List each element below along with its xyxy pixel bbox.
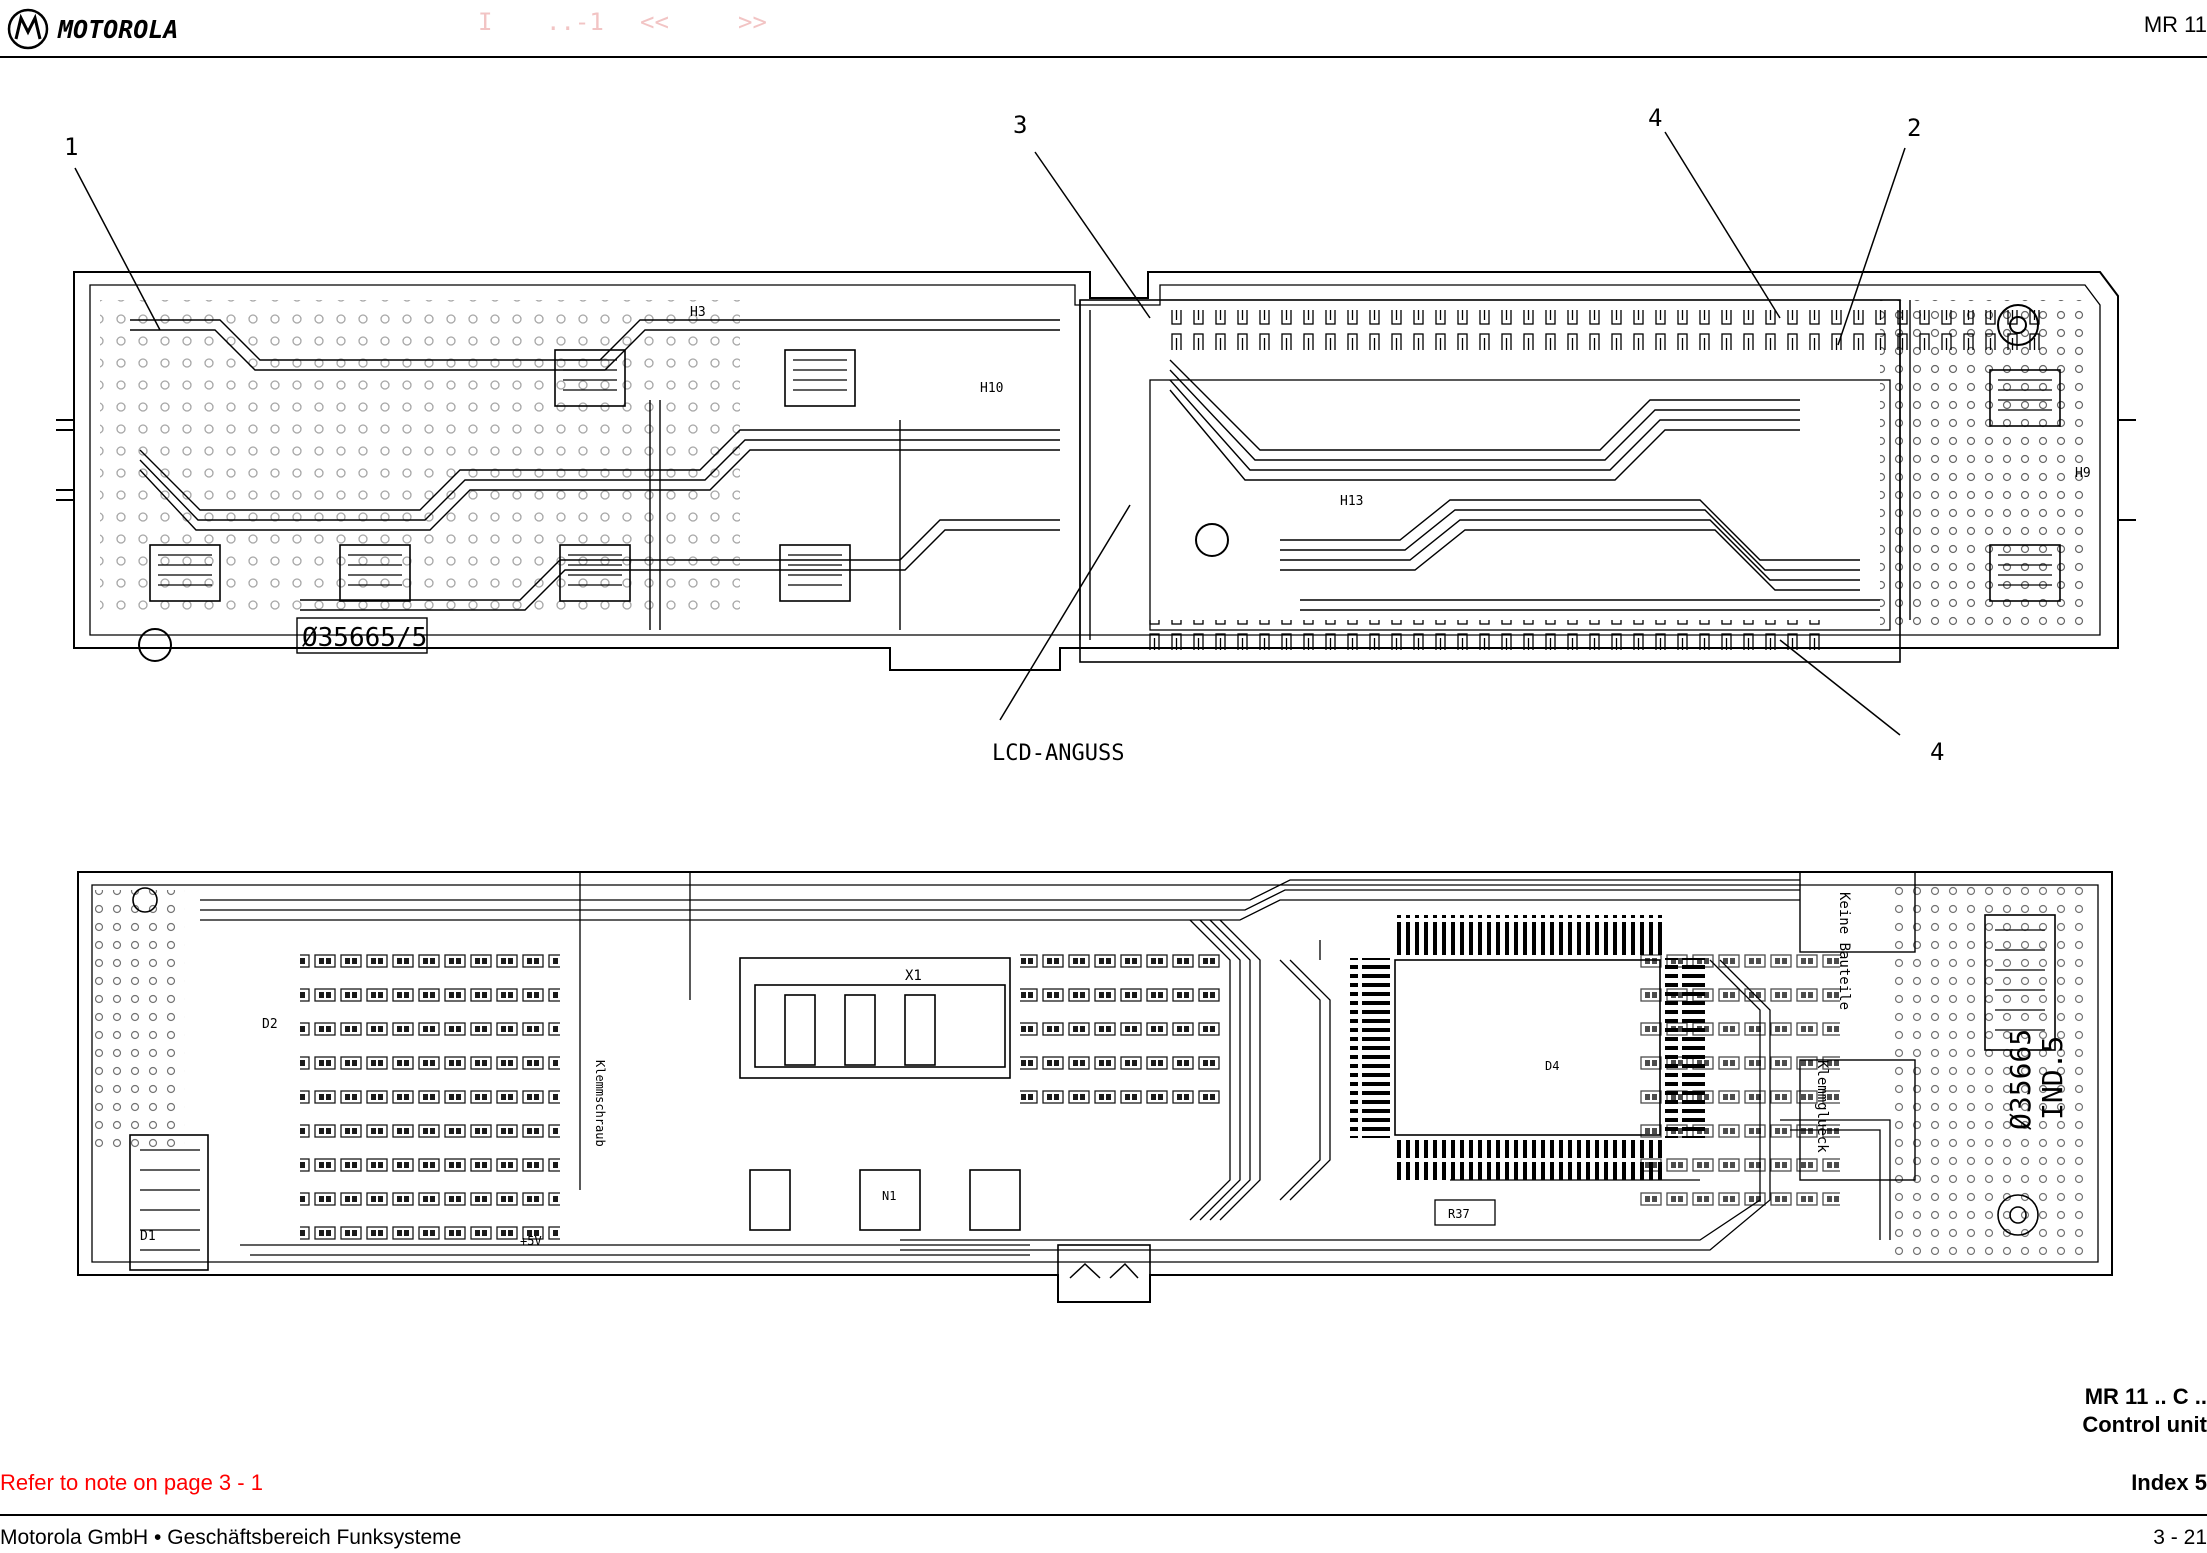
bottom-via-field-left bbox=[95, 890, 185, 1150]
crystal-block bbox=[739, 957, 1021, 1231]
label-h3: H3 bbox=[690, 305, 706, 320]
label-d2: D2 bbox=[262, 1017, 278, 1032]
top-board-part-number: Ø35665/5 bbox=[302, 623, 427, 653]
callout-1: 1 bbox=[64, 133, 78, 161]
bottom-board-index: IND.5 bbox=[2036, 1036, 2069, 1120]
callout-3: 3 bbox=[1013, 111, 1027, 139]
side-note-keine-bauteile: Keine Bauteile bbox=[1836, 892, 1852, 1010]
bottom-traces bbox=[200, 872, 1891, 1256]
footer-company: Motorola GmbH • Geschäftsbereich Funksys… bbox=[0, 1526, 462, 1549]
header-rule bbox=[0, 56, 2207, 58]
top-connector-pins-lower bbox=[1140, 620, 1830, 650]
bottom-board-part-number: Ø35665 bbox=[2004, 1029, 2037, 1130]
label-h9: H9 bbox=[2075, 466, 2091, 481]
nav-prev-link[interactable]: << bbox=[640, 8, 669, 36]
motorola-logo: MOTOROLA bbox=[7, 8, 178, 50]
caption-model: MR 11 .. C .. bbox=[2084, 1384, 2207, 1409]
top-traces bbox=[130, 300, 1911, 640]
qfp-ic bbox=[1350, 915, 1705, 1180]
nav-index-link[interactable]: ..-1 bbox=[546, 8, 604, 36]
caption-title: Control unit bbox=[2082, 1412, 2207, 1437]
callout-4-top: 4 bbox=[1648, 104, 1662, 132]
lcd-window bbox=[1079, 299, 1901, 663]
label-5v: +5V bbox=[520, 1234, 542, 1248]
connector-right bbox=[132, 887, 2056, 1236]
label-h10: H10 bbox=[980, 381, 1003, 396]
index-label: Index 5 bbox=[2131, 1470, 2207, 1495]
top-board bbox=[56, 271, 2136, 671]
connector-d1 bbox=[129, 1134, 209, 1271]
label-n1: N1 bbox=[882, 1189, 896, 1203]
side-note-klemmschraub: Klemmschraub bbox=[593, 1060, 607, 1147]
top-board-outline bbox=[73, 271, 2119, 671]
label-h13: H13 bbox=[1340, 494, 1363, 509]
label-d1: D1 bbox=[140, 1229, 156, 1244]
top-connector-pins-upper bbox=[1165, 310, 2045, 350]
refer-note-link[interactable]: Refer to note on page 3 - 1 bbox=[0, 1470, 263, 1495]
page-number: 3 - 21 bbox=[2153, 1526, 2207, 1549]
smd-array-center bbox=[1020, 950, 1220, 1120]
callout-4-bottom: 4 bbox=[1930, 738, 1944, 766]
label-d4: D4 bbox=[1545, 1059, 1559, 1073]
side-note-klemmglueck: Klemmglueck bbox=[1814, 1060, 1830, 1153]
label-x1: X1 bbox=[905, 968, 922, 984]
top-via-field-right bbox=[1880, 300, 2090, 630]
lcd-label: LCD-ANGUSS bbox=[992, 741, 1124, 766]
bottom-board bbox=[77, 871, 2113, 1303]
bottom-via-field-right bbox=[1890, 885, 2090, 1255]
pcb-layout-drawing: Ø35665/5 H3 H10 H13 H9 1 3 4 2 4 LCD-ANG… bbox=[56, 104, 2136, 1303]
callout-leaders bbox=[74, 131, 1906, 736]
top-mounting-holes bbox=[138, 304, 2039, 662]
nav-first-link[interactable]: I bbox=[478, 8, 493, 36]
footer-rule bbox=[0, 1514, 2207, 1516]
nav-next-link[interactable]: >> bbox=[738, 8, 767, 36]
callout-2: 2 bbox=[1907, 114, 1921, 142]
top-via-field-left bbox=[100, 300, 740, 620]
document-code: MR 11 bbox=[2143, 12, 2207, 37]
brand-name: MOTOROLA bbox=[57, 15, 178, 44]
smd-array-left bbox=[300, 940, 560, 1240]
label-r37: R37 bbox=[1448, 1207, 1470, 1221]
